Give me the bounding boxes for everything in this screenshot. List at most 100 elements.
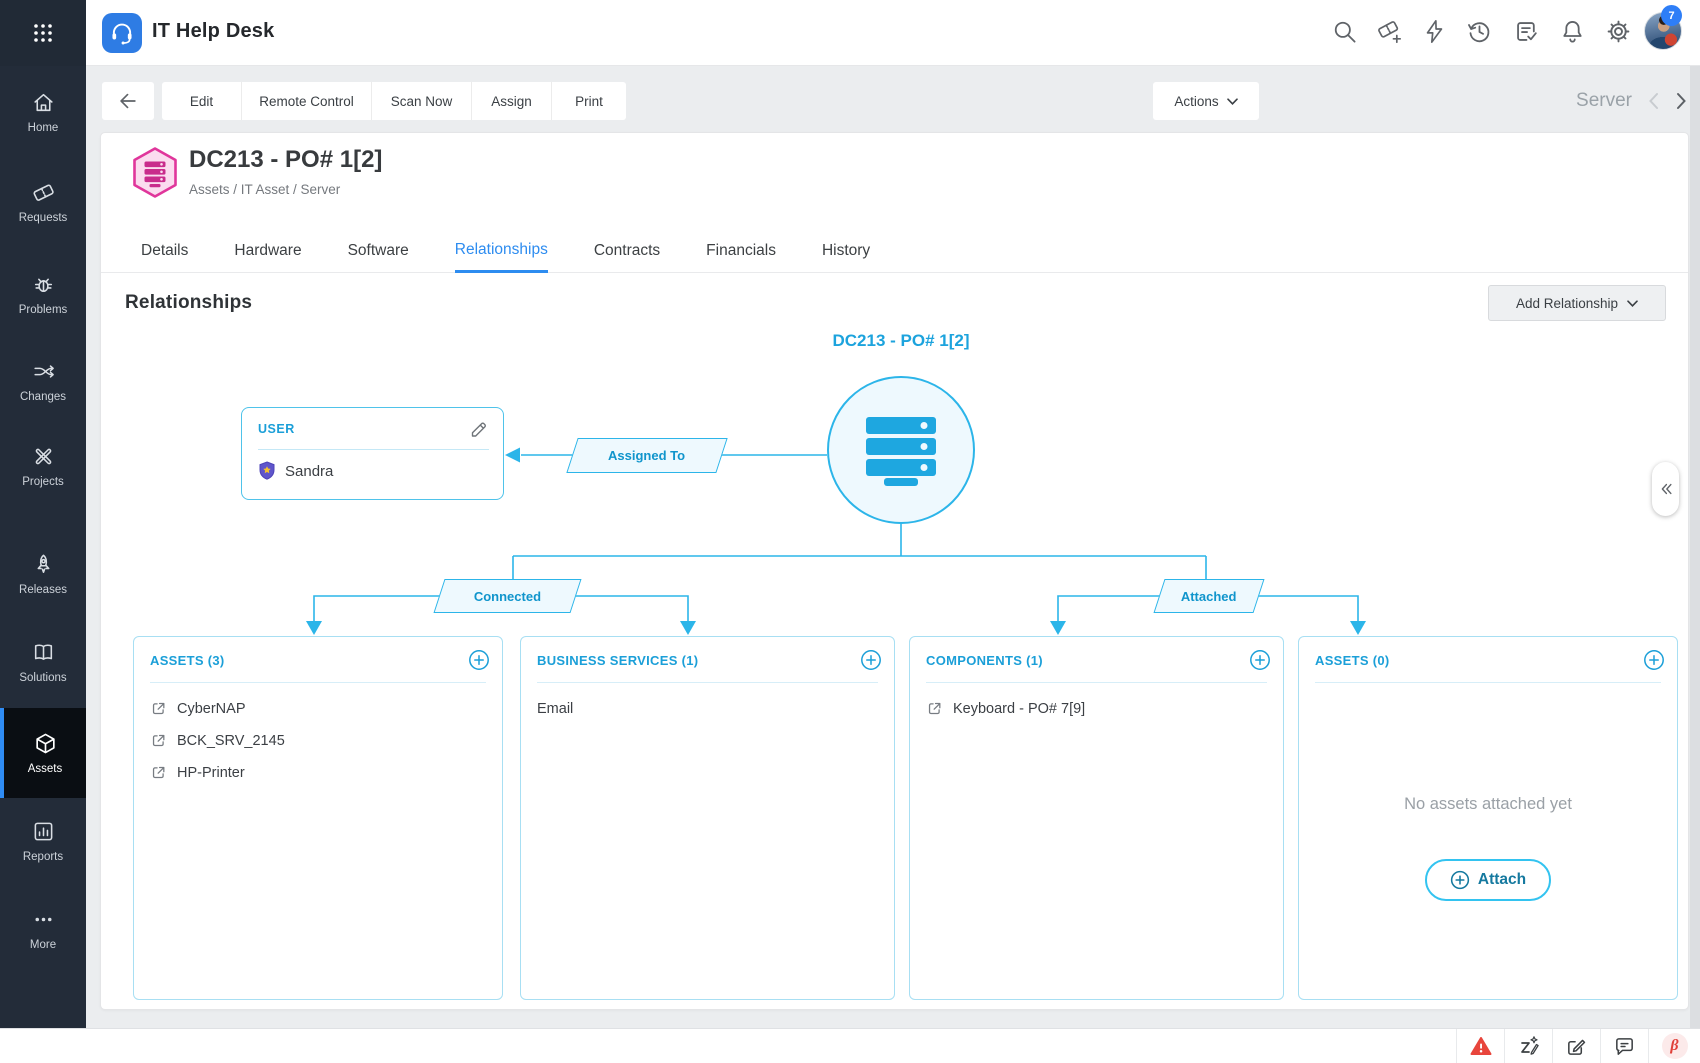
search-icon[interactable] <box>1331 18 1358 45</box>
app-logo <box>102 13 142 53</box>
relationship-map: DC213 - PO# 1[2] Assigned To Connected A… <box>101 331 1690 1011</box>
sidebar-item-releases[interactable]: Releases <box>0 552 86 596</box>
sidebar-item-requests[interactable]: Requests <box>0 180 86 224</box>
edge-label-connected: Connected <box>433 579 582 613</box>
sidebar-item-projects[interactable]: Projects <box>0 444 86 488</box>
alerts-button[interactable] <box>1456 1029 1504 1063</box>
edit-button[interactable]: Edit <box>162 82 242 120</box>
chevron-down-icon <box>1627 299 1638 307</box>
zia-assistant-button[interactable] <box>1504 1029 1552 1063</box>
next-item-button[interactable] <box>1674 91 1688 111</box>
user-shield-icon <box>259 461 275 480</box>
sidebar-item-changes[interactable]: Changes <box>0 359 86 403</box>
collapse-panel-handle[interactable] <box>1652 462 1679 516</box>
context-pager: Server <box>1576 82 1688 120</box>
add-attached-asset-plus-icon[interactable] <box>1643 649 1665 671</box>
feedback-button[interactable] <box>1552 1029 1600 1063</box>
asset-action-toolbar: Edit Remote Control Scan Now Assign Prin… <box>162 82 626 120</box>
plus-circle-icon <box>1450 870 1470 890</box>
scan-now-button[interactable]: Scan Now <box>372 82 472 120</box>
add-business-service-plus-icon[interactable] <box>860 649 882 671</box>
external-link-icon <box>928 702 941 715</box>
tab-software[interactable]: Software <box>347 241 409 259</box>
history-icon[interactable] <box>1466 18 1493 45</box>
root-node-label: DC213 - PO# 1[2] <box>832 331 970 350</box>
assigned-user-name: Sandra <box>285 462 334 480</box>
beta-button[interactable]: β <box>1648 1029 1700 1063</box>
chat-button[interactable] <box>1600 1029 1648 1063</box>
ticket-icon <box>32 184 54 201</box>
rocket-icon <box>37 554 49 573</box>
back-arrow-icon <box>120 93 136 109</box>
asset-detail-panel: DC213 - PO# 1[2] Assets / IT Asset / Ser… <box>100 132 1689 1010</box>
asset-tabs: Details Hardware Software Relationships … <box>101 229 1688 273</box>
double-chevron-left-icon <box>1661 483 1672 495</box>
component-link[interactable]: Keyboard - PO# 7[9] <box>926 697 1267 720</box>
app-title: IT Help Desk <box>152 20 275 42</box>
tab-details[interactable]: Details <box>141 241 189 259</box>
notification-badge: 7 <box>1661 5 1682 26</box>
gear-icon[interactable] <box>1605 18 1632 45</box>
tab-relationships[interactable]: Relationships <box>454 229 548 273</box>
cube-icon <box>35 733 55 754</box>
section-heading: Relationships <box>125 292 253 313</box>
bottom-bar: β <box>0 1028 1700 1063</box>
zia-icon <box>1520 1036 1539 1055</box>
related-asset-link[interactable]: BCK_SRV_2145 <box>150 729 486 752</box>
sidebar-item-problems[interactable]: Problems <box>0 272 86 316</box>
tools-icon <box>35 448 51 465</box>
tab-hardware[interactable]: Hardware <box>234 241 302 259</box>
actions-dropdown-button[interactable]: Actions <box>1153 82 1259 120</box>
assign-button[interactable]: Assign <box>472 82 552 120</box>
user-box: USER Sandra <box>241 407 504 500</box>
sidebar: Home Requests Problems Changes Projects … <box>0 0 86 1028</box>
approvals-icon[interactable] <box>1513 18 1540 45</box>
beta-badge: β <box>1661 1033 1688 1059</box>
sidebar-item-reports[interactable]: Reports <box>0 819 86 863</box>
sidebar-item-more[interactable]: More <box>0 907 86 951</box>
add-relationship-button[interactable]: Add Relationship <box>1488 285 1666 321</box>
related-asset-link[interactable]: HP-Printer <box>150 761 486 784</box>
edge-label-assigned-to: Assigned To <box>566 438 728 473</box>
more-dots-icon <box>34 917 52 922</box>
sidebar-item-solutions[interactable]: Solutions <box>0 640 86 684</box>
remote-control-button[interactable]: Remote Control <box>242 82 372 120</box>
home-icon <box>33 93 53 112</box>
top-bar: IT Help Desk 7 <box>86 0 1700 66</box>
user-box-title: USER <box>258 422 295 436</box>
app-launcher-button[interactable] <box>0 0 86 66</box>
bell-icon <box>1563 21 1582 43</box>
lightning-icon[interactable] <box>1421 18 1448 45</box>
business-service-link[interactable]: Email <box>537 700 574 717</box>
sidebar-item-home[interactable]: Home <box>0 90 86 134</box>
previous-item-button[interactable] <box>1646 91 1660 111</box>
edit-user-pencil-icon[interactable] <box>469 419 489 439</box>
chevron-left-icon <box>1648 93 1658 109</box>
book-icon <box>34 644 52 660</box>
attach-button[interactable]: Attach <box>1425 859 1551 901</box>
context-type-label: Server <box>1576 90 1632 111</box>
server-icon <box>866 417 936 486</box>
tab-history[interactable]: History <box>821 241 871 259</box>
warning-triangle-icon <box>1470 1037 1491 1055</box>
app-grid-icon <box>34 24 52 42</box>
external-link-icon <box>152 766 165 779</box>
add-asset-plus-icon[interactable] <box>468 649 490 671</box>
related-assets-card: ASSETS (3) CyberNAP <box>133 636 503 1000</box>
scrollbar-track[interactable] <box>1690 66 1700 1028</box>
print-button[interactable]: Print <box>575 93 603 109</box>
add-ticket-icon[interactable] <box>1376 18 1403 45</box>
breadcrumb: Assets / IT Asset / Server <box>189 182 341 197</box>
add-component-plus-icon[interactable] <box>1249 649 1271 671</box>
root-node[interactable] <box>827 376 975 524</box>
tab-financials[interactable]: Financials <box>706 241 776 259</box>
sidebar-item-assets[interactable]: Assets <box>0 708 86 798</box>
attached-assets-card: ASSETS (0) No assets attached yet Attach <box>1298 636 1678 1000</box>
tab-contracts[interactable]: Contracts <box>593 241 661 259</box>
headset-icon <box>112 23 132 45</box>
edge-label-attached: Attached <box>1153 579 1265 613</box>
related-asset-link[interactable]: CyberNAP <box>150 697 486 720</box>
edit-note-icon <box>1568 1039 1586 1055</box>
back-button[interactable] <box>102 82 154 120</box>
